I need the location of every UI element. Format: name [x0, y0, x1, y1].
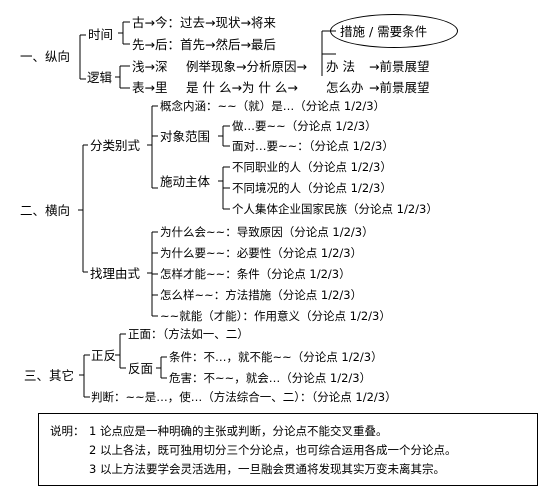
negative-item-2: 危害：不~~，就会…（分论点 1/2/3） [169, 371, 372, 385]
classify-label: 分类别式 [90, 138, 141, 153]
section3-title: 三、其它 [24, 368, 75, 383]
time-label: 时间 [88, 27, 114, 42]
time-row-1: 古→今：过去→现状→将来 [132, 15, 276, 30]
reason-item-4: 怎么样~~：方法措施（分论点 1/2/3） [160, 288, 363, 302]
note-line-3: 3 以上方法要学会灵活选用，一旦融会贯通将发现其实万变未离其宗。 [89, 462, 445, 476]
actor-label: 施动主体 [160, 174, 211, 189]
proscons-label: 正反 [91, 348, 117, 363]
logic-row2-c: 怎么办 [326, 80, 364, 95]
logic-row2-a: 表→里 [132, 80, 168, 95]
object-item-1: 做…要~~（分论点 1/2/3） [232, 119, 377, 133]
negative-item-1: 条件：不…，就不能~~（分论点 1/2/3） [169, 350, 383, 364]
note-label: 说明： [50, 424, 85, 438]
object-item-2: 面对…要~~：（分论点 1/2/3） [232, 139, 394, 153]
logic-row2-d: →前景展望 [369, 80, 430, 95]
positive-item: 正面：（方法如一、二） [128, 327, 249, 341]
logic-row2-b: 是 什 么→为 什 么→ [186, 80, 298, 95]
negative-label: 反面 [128, 361, 154, 376]
callout-text: 措施 / 需要条件 [340, 24, 428, 39]
object-label: 对象范围 [160, 129, 211, 144]
note-line-2: 2 以上各法，既可独用切分三个分论点，也可综合运用各成一个分论点。 [89, 443, 457, 457]
note-line-1: 1 论点应是一种明确的主张或判断，分论点不能交叉重叠。 [89, 424, 388, 438]
callout-oval [330, 14, 458, 48]
actor-item-1: 不同职业的人（分论点 1/2/3） [232, 160, 392, 174]
logic-row1-a: 浅→深 [132, 59, 168, 74]
concept-item: 概念内涵：~~（就）是…（分论点 1/2/3） [160, 99, 386, 113]
reason-item-2: 为什么要~~：必要性（分论点 1/2/3） [160, 246, 363, 260]
section2-title: 二、横向 [20, 203, 71, 218]
section1-title: 一、纵向 [20, 49, 71, 64]
note-box [38, 413, 538, 486]
actor-item-3: 个人集体企业国家民族（分论点 1/2/3） [232, 202, 438, 216]
logic-row1-c: 办 法 [326, 59, 355, 74]
reason-item-3: 怎样才能~~：条件（分论点 1/2/3） [160, 267, 351, 281]
reasons-label: 找理由式 [90, 266, 141, 281]
logic-row1-d: →前景展望 [369, 59, 430, 74]
time-row-2: 先→后：首先→然后→最后 [132, 37, 276, 52]
logic-row1-b: 例举现象→分析原因→ [186, 59, 307, 74]
judge-item: 判断：~~是…，使…（方法综合一、二）：（分论点 1/2/3） [91, 390, 397, 404]
reason-item-5: ~~就能（才能）：作用意义（分论点 1/2/3） [160, 309, 391, 323]
actor-item-2: 不同境况的人（分论点 1/2/3） [232, 181, 392, 195]
logic-label: 逻辑 [87, 70, 113, 85]
reason-item-1: 为什么会~~：导致原因（分论点 1/2/3） [160, 225, 374, 239]
